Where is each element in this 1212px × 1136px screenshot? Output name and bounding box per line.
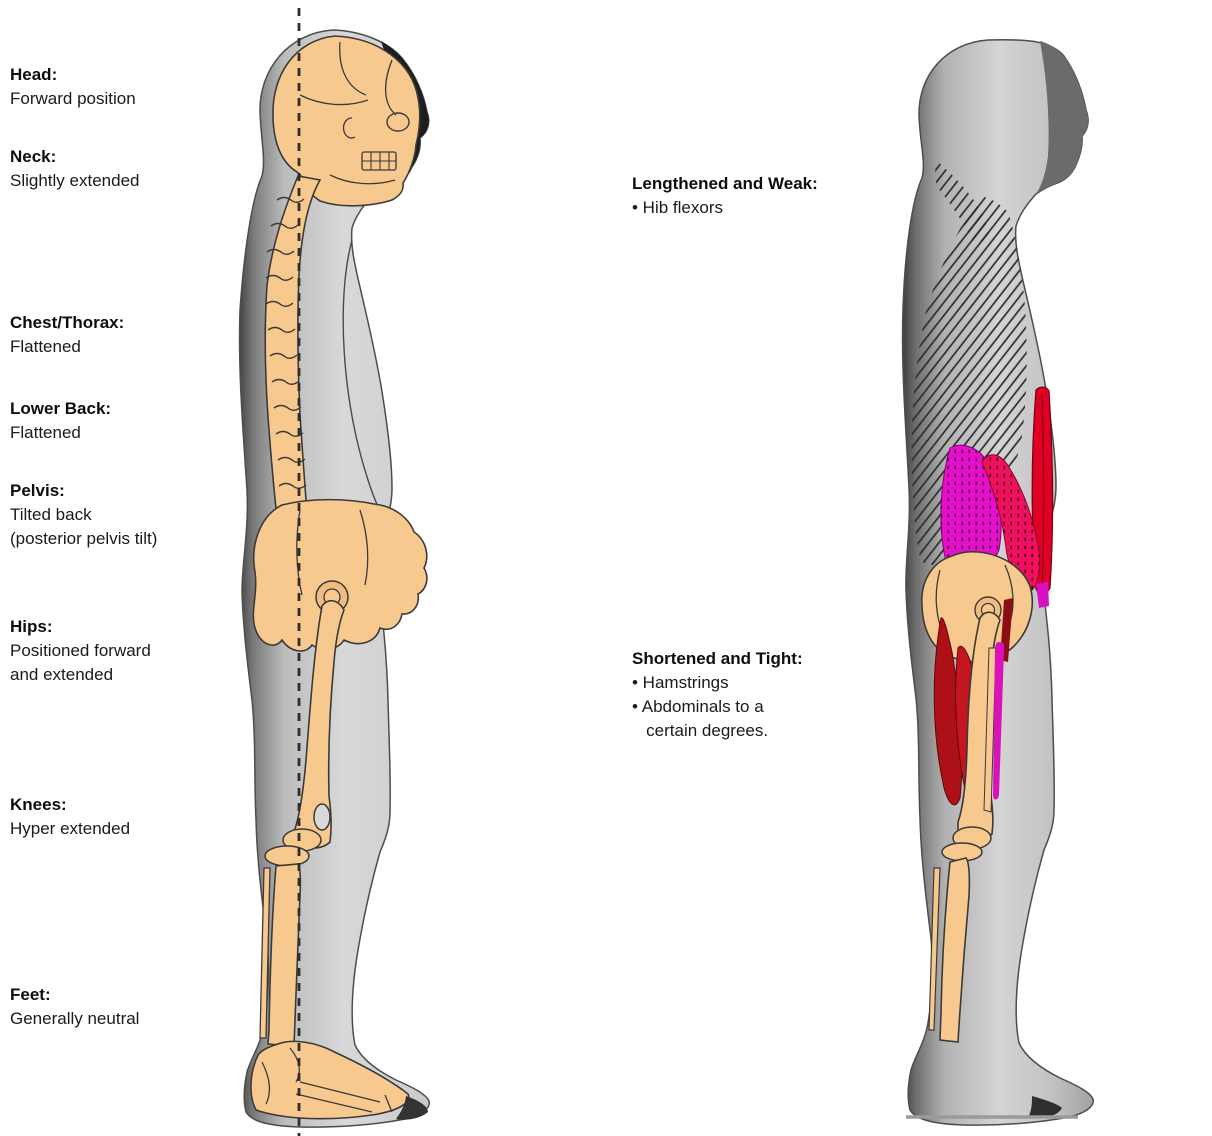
annotation-lengthened-and-weak: Lengthened and Weak: • Hib flexors	[632, 172, 818, 220]
annotation-title: Shortened and Tight:	[632, 649, 803, 668]
annotation-title: Lengthened and Weak:	[632, 174, 818, 193]
vertebrae-lines	[265, 196, 309, 515]
patella-bone	[313, 803, 331, 831]
fibula-bone	[259, 867, 271, 1039]
skeleton-figure	[238, 8, 430, 1136]
annotation-title: Feet:	[10, 985, 51, 1004]
ear-canal	[342, 117, 356, 139]
annotation-pelvis: Pelvis: Tilted back (posterior pelvis ti…	[10, 479, 157, 551]
annotation-lower-back: Lower Back: Flattened	[10, 397, 111, 445]
pelvis-bone	[252, 498, 428, 652]
right-tibia-bone	[939, 857, 971, 1043]
annotation-desc: Flattened	[10, 337, 81, 356]
annotation-hips: Hips: Positioned forward and extended	[10, 615, 151, 687]
abdominal-strip-line	[1041, 394, 1045, 586]
front-thigh-bone-strip	[983, 647, 997, 813]
muscle-figure	[901, 38, 1094, 1126]
annotation-title: Neck:	[10, 147, 57, 166]
hamstring-muscle-1	[933, 617, 963, 806]
annotation-desc: Tilted back (posterior pelvis tilt)	[10, 505, 158, 548]
annotation-chest-thorax: Chest/Thorax: Flattened	[10, 311, 124, 359]
teeth	[361, 151, 397, 171]
annotation-bullet-item: • Hamstrings	[632, 673, 729, 692]
eye-socket	[386, 112, 410, 132]
annotation-desc: Slightly extended	[10, 171, 140, 190]
annotation-title: Pelvis:	[10, 481, 65, 500]
annotation-feet: Feet: Generally neutral	[10, 983, 139, 1031]
annotation-title: Lower Back:	[10, 399, 112, 418]
annotation-bullet-item: • Hib flexors	[632, 198, 723, 217]
annotation-title: Chest/Thorax:	[10, 313, 125, 332]
right-toe-shadow	[1028, 1096, 1062, 1119]
abdominal-strip-magenta-tip	[1036, 582, 1049, 608]
left-toe-shadow	[396, 1096, 428, 1120]
annotation-neck: Neck: Slightly extended	[10, 145, 139, 193]
annotation-desc: Generally neutral	[10, 1009, 140, 1028]
annotation-desc: Forward position	[10, 89, 136, 108]
femur-bone	[293, 600, 345, 849]
annotation-desc: Hyper extended	[10, 819, 131, 838]
tibia-plateau	[264, 845, 310, 867]
annotation-title: Hips:	[10, 617, 53, 636]
annotation-knees: Knees: Hyper extended	[10, 793, 130, 841]
annotation-desc: Positioned forward and extended	[10, 641, 151, 684]
front-thigh-magenta-strip	[993, 642, 1005, 800]
right-face-profile	[1036, 41, 1089, 194]
annotation-title: Knees:	[10, 795, 67, 814]
annotation-head: Head: Forward position	[10, 63, 136, 111]
annotation-title: Head:	[10, 65, 58, 84]
annotation-bullet-item: • Abdominals to a certain degrees.	[632, 697, 769, 740]
right-fibula-bone	[928, 867, 941, 1031]
annotation-shortened-and-tight: Shortened and Tight: • Hamstrings • Abdo…	[632, 647, 803, 743]
foot-bones	[250, 1040, 410, 1120]
annotation-desc: Flattened	[10, 423, 81, 442]
skull-sutures	[299, 41, 397, 185]
